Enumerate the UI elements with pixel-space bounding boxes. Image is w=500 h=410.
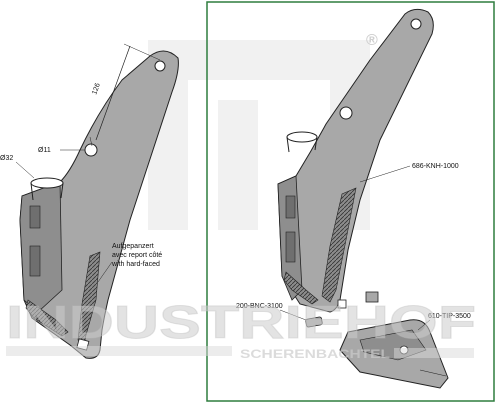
label-bolt-text: 200-BNC-3100: [236, 303, 283, 310]
registered-mark: ®: [366, 32, 378, 49]
label-bolt: 200-BNC-3100: [236, 303, 307, 321]
label-tine-text: 686-KNH-1000: [412, 163, 459, 170]
watermark-brand: INDUSTRIEHOF: [6, 296, 476, 348]
left-tine-drawing: [19, 50, 179, 359]
right-tine-drawing: [277, 8, 434, 313]
hole-diameter-large-label: Ø32: [0, 155, 13, 162]
label-tip: 610-TIP-3500: [417, 313, 471, 331]
label-tip-text: 610-TIP-3500: [428, 313, 471, 320]
hole-diameter-small-label: Ø11: [38, 147, 51, 154]
hardfacing-line1: Aufgepanzert: [112, 243, 154, 250]
dimension-126-label: 126: [91, 82, 102, 95]
hardfacing-callout: Aufgepanzert avec report côté with hard-…: [97, 243, 162, 283]
hardfacing-line2: avec report côté: [112, 252, 162, 259]
dimension-126: 126: [89, 43, 161, 147]
bolt-part: [305, 316, 323, 328]
watermark-tagline: SCHERENBACHTEL: [240, 347, 390, 361]
assembly-frame: [206, 1, 495, 402]
nut-part: [365, 291, 379, 303]
label-tine: 686-KNH-1000: [359, 163, 459, 183]
hardfacing-line3: with hard-faced: [111, 261, 160, 268]
